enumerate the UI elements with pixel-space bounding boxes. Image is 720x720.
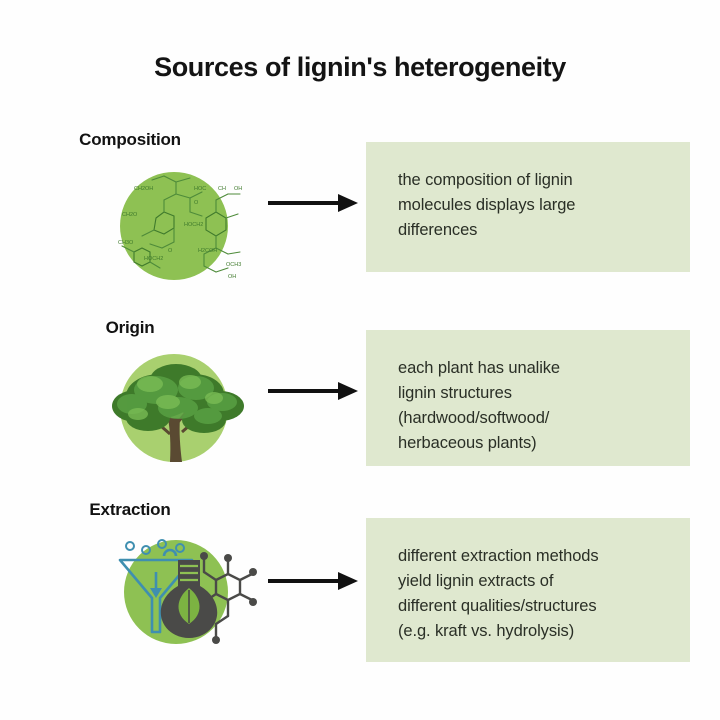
card-text-composition: the composition of lignin molecules disp… bbox=[398, 171, 576, 240]
svg-text:H2COH: H2COH bbox=[198, 248, 217, 254]
flask-shape bbox=[160, 560, 218, 638]
svg-text:O: O bbox=[168, 248, 173, 254]
section-extraction: Extraction bbox=[0, 500, 720, 675]
page-title: Sources of lignin's heterogeneity bbox=[154, 52, 566, 82]
svg-text:OH: OH bbox=[228, 274, 236, 280]
arrow-right-extraction bbox=[266, 568, 362, 594]
text-card-composition: the composition of lignin molecules disp… bbox=[366, 142, 690, 272]
droplets bbox=[125, 539, 185, 555]
arrow-right-origin bbox=[266, 378, 362, 404]
svg-text:HOCH2: HOCH2 bbox=[144, 256, 163, 262]
section-composition: Composition bbox=[0, 130, 720, 290]
svg-text:CH3O: CH3O bbox=[118, 240, 134, 246]
section-label-origin: Origin bbox=[105, 318, 155, 337]
section-label-composition: Composition bbox=[79, 130, 181, 149]
svg-text:OH: OH bbox=[234, 186, 242, 192]
extraction-funnel-flask-icon bbox=[98, 526, 260, 658]
svg-text:HOC: HOC bbox=[194, 186, 206, 192]
section-origin: Origin bbox=[0, 318, 720, 478]
svg-text:CH2OH: CH2OH bbox=[134, 186, 153, 192]
svg-text:CH2O: CH2O bbox=[122, 212, 138, 218]
card-text-extraction: different extraction methods yield ligni… bbox=[398, 547, 599, 641]
svg-text:CH: CH bbox=[218, 186, 226, 192]
svg-text:OCH3: OCH3 bbox=[226, 262, 241, 268]
card-text-origin: each plant has unalike lignin structures… bbox=[398, 359, 561, 453]
text-card-origin: each plant has unalike lignin structures… bbox=[366, 330, 690, 466]
lignin-molecule-icon: CH2OH HOC CH OH CH2O HOCH2 H2COH CH3O HO… bbox=[98, 156, 260, 288]
section-label-extraction: Extraction bbox=[89, 500, 171, 519]
arrow-right-composition bbox=[266, 190, 362, 216]
svg-text:O: O bbox=[194, 200, 199, 206]
text-card-extraction: different extraction methods yield ligni… bbox=[366, 518, 690, 662]
svg-text:HOCH2: HOCH2 bbox=[184, 222, 203, 228]
tree-icon bbox=[98, 344, 260, 476]
